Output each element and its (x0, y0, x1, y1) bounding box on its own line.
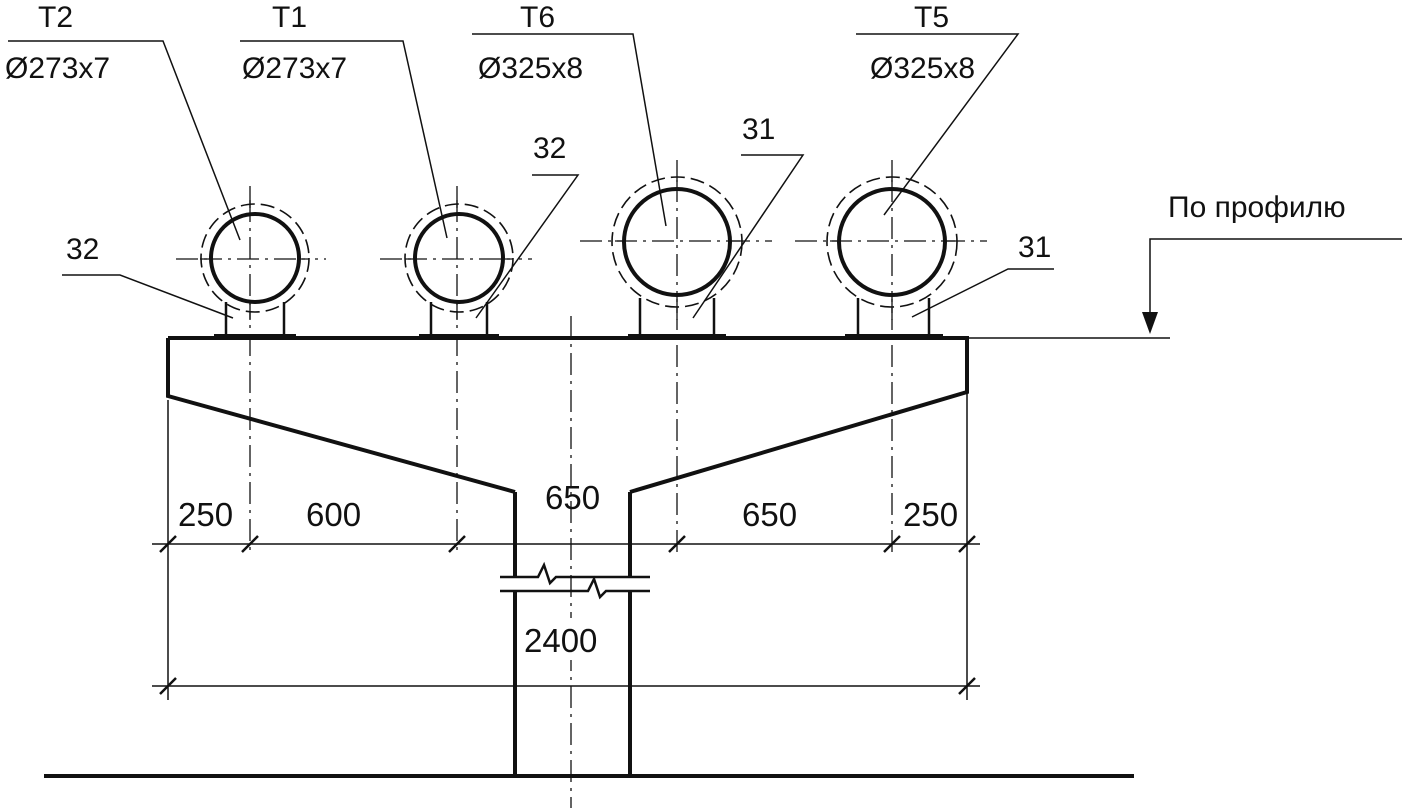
crossbeam-outline (168, 336, 969, 494)
dimension-250-left: 250 (178, 496, 233, 533)
dimension-650-mid: 650 (545, 479, 600, 516)
dimension-overall (152, 677, 980, 695)
support-label-mid-31: 31 (742, 113, 775, 146)
support-label-left-32: 32 (66, 233, 99, 266)
pipe-tag-t6: T6 (520, 1, 555, 34)
leader-t2 (8, 40, 241, 241)
pipe-size-t1: Ø273x7 (242, 52, 347, 85)
pipe-tag-t5: T5 (914, 1, 949, 34)
pipe-size-t2: Ø273x7 (5, 52, 110, 85)
dimension-2400: 2400 (524, 622, 597, 659)
profile-label: По профилю (1168, 191, 1346, 224)
leader-support-mid-32 (475, 174, 580, 319)
leader-t1 (240, 40, 448, 239)
pipe-t2 (200, 203, 310, 313)
support-label-mid-32: 32 (533, 132, 566, 165)
pipe-size-t6: Ø325x8 (478, 52, 583, 85)
dimension-250-right: 250 (903, 496, 958, 533)
leader-support-right-31 (911, 268, 1054, 318)
pipe-support-t1 (419, 302, 499, 339)
column-break-symbol (500, 561, 650, 600)
pipe-tag-t2: T2 (38, 1, 73, 34)
dimension-chain-top (152, 392, 980, 700)
leader-t6 (472, 33, 667, 227)
pipe-support-t6 (628, 298, 726, 339)
pipe-tag-t1: T1 (272, 1, 307, 34)
leader-support-mid-31 (692, 154, 805, 319)
pipe-center-marks (200, 180, 955, 320)
dimension-600: 600 (306, 496, 361, 533)
profile-leader (1142, 238, 1402, 334)
support-label-right-31: 31 (1018, 231, 1051, 264)
pipe-support-t5 (845, 298, 943, 339)
pipe-size-t5: Ø325x8 (870, 52, 975, 85)
leader-support-left-32 (62, 274, 234, 319)
pipe-t1 (404, 203, 514, 313)
dimension-650-right: 650 (742, 496, 797, 533)
crossbeam-outline-left (166, 338, 516, 494)
pipe-support-t2 (214, 302, 296, 339)
leader-t5 (856, 33, 1020, 216)
